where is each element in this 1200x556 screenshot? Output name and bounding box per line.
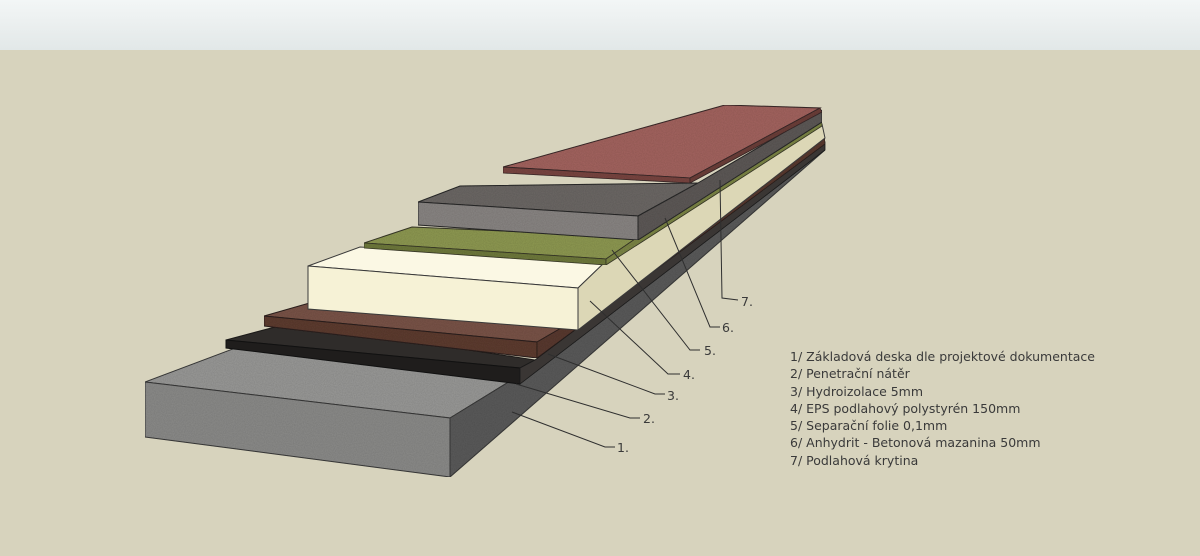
layer-6-anhydrite-screed	[417, 109, 823, 241]
callout-1: 1.	[617, 440, 629, 455]
callout-5: 5.	[704, 343, 716, 358]
leader-1	[511, 411, 615, 448]
legend-item-7: 7/ Podlahová krytina	[790, 452, 919, 468]
callout-2: 2.	[643, 411, 655, 426]
layer-7-floor-covering	[502, 104, 823, 184]
leader-7	[719, 179, 739, 301]
legend-item-2: 2/ Penetrační nátěr	[790, 366, 910, 382]
legend-item-3: 3/ Hydroizolace 5mm	[790, 383, 924, 399]
layer-legend: 1/ Základová deska dle projektové dokume…	[790, 348, 1095, 469]
leader-2	[515, 383, 640, 419]
legend-item-5: 5/ Separační folie 0,1mm	[790, 418, 948, 434]
callout-4: 4.	[683, 367, 695, 382]
callout-7: 7.	[741, 294, 753, 309]
callout-numbers: 1. 2. 3. 4. 5. 6. 7.	[617, 294, 753, 455]
callout-3: 3.	[667, 388, 679, 403]
leader-4	[589, 300, 680, 375]
sky	[0, 0, 1200, 50]
legend-item-6: 6/ Anhydrit - Betonová mazanina 50mm	[790, 435, 1041, 451]
legend-item-1: 1/ Základová deska dle projektové dokume…	[790, 349, 1095, 364]
callout-6: 6.	[722, 320, 734, 335]
leader-lines	[511, 179, 739, 448]
layer-4-eps-insulation	[307, 123, 826, 332]
leader-5	[611, 249, 700, 351]
legend-item-4: 4/ EPS podlahový polystyrén 150mm	[790, 400, 1021, 416]
leader-6	[664, 217, 720, 328]
layer-2-penetration-coat	[225, 141, 826, 385]
leader-3	[547, 353, 665, 395]
